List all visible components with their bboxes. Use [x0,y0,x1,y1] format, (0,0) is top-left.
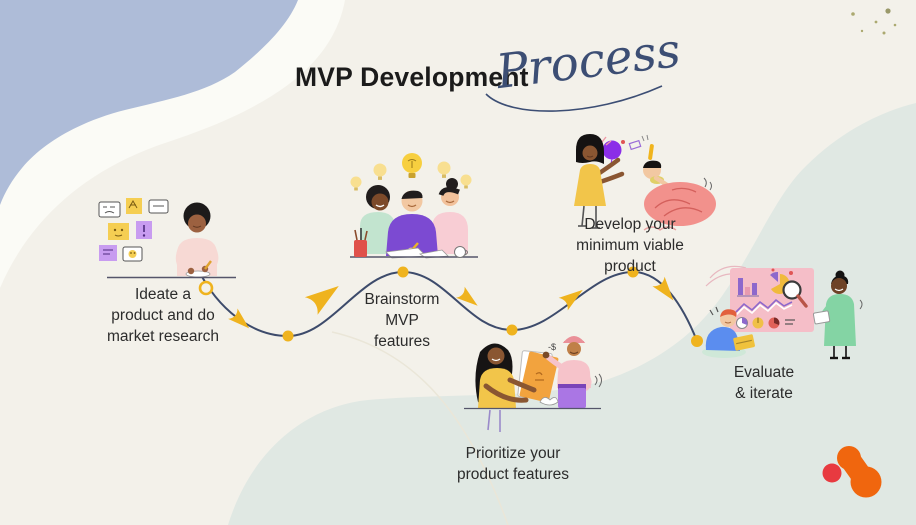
crumpled-paper-icon [539,397,559,406]
woman-left [475,343,537,432]
person-crouching [643,160,716,231]
step-label-evaluate: Evaluate & iterate [733,364,795,403]
arrow-icon [304,285,339,315]
man-right [542,336,602,391]
milestone-dot [506,324,518,336]
decor-marks [601,134,654,169]
step-label-brainstorm: Brainstorm MVP features [364,291,440,351]
person-center [386,190,438,256]
person-left [360,185,396,254]
periwinkle-blob [0,0,298,205]
person-writing [175,202,219,278]
arrow-icon [558,289,583,311]
logo-red-dot [822,463,842,483]
logo-orange-peanut [837,446,882,498]
evaluate-illustration [702,265,863,360]
woman-left [574,134,625,229]
person-laptop [702,306,755,358]
pink-blob [644,182,716,226]
page-title: MVP Development [295,62,529,92]
tablet-icon [812,310,831,325]
pencil-cup-icon [354,228,368,257]
desk [350,228,478,259]
milestone-dot [397,266,409,278]
milestone-dots [282,266,703,347]
arrow-icon [652,276,674,301]
logo-mark [822,446,882,498]
step-label-develop: Develop your minimum viable product [576,216,684,276]
script-flourish [485,85,663,112]
pie-chart-large [770,268,793,294]
bar-chart [737,278,759,297]
mint-blob [228,103,916,525]
line-chart [735,298,793,316]
brainstorm-illustration [350,153,478,259]
pencil-icon [204,260,212,270]
step-label-prioritize: Prioritize your product features [456,445,570,484]
balloon-icon [602,140,622,160]
milestone-dot [627,266,639,278]
direction-arrows [228,276,674,329]
milestone-dot [691,335,703,347]
arrow-icon [456,286,478,306]
pie-chart-small-row [736,317,795,329]
cost-annotation: -$ [548,342,556,352]
light-bulb-icons [350,153,472,191]
sticky-notes [98,198,169,262]
develop-illustration [574,134,716,231]
prioritize-illustration: -$ -$ [464,336,602,432]
faint-decor-curve [331,331,509,525]
path-start-ring [198,280,214,296]
magnifier-icon [782,280,808,308]
arrow-icon [228,308,250,329]
milestone-dot [282,330,294,342]
coffee-cup-icon [454,246,468,258]
ideate-illustration [98,198,236,279]
feature-box [539,384,586,408]
laptop-icon [733,334,755,351]
woman-tablet [812,270,863,360]
confetti-specks [851,8,897,35]
chart-board [730,268,814,332]
step-label-ideate: Ideate a product and do market research [107,286,219,346]
